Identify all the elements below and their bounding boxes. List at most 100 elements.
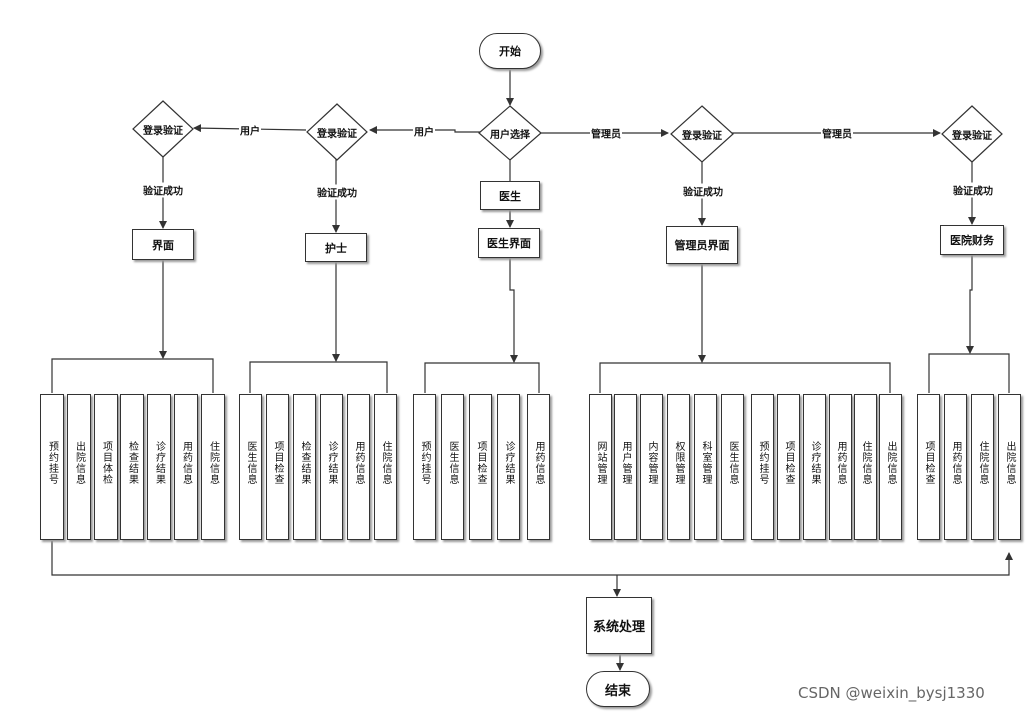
leaf-label: 科室管理 [700,441,711,485]
leaf-label: 医生信息 [727,441,738,485]
leaf-label: 项目检查 [272,441,283,485]
edge-label-success: 验证成功 [952,182,994,198]
leaf-nurse-5: 用药信息 [347,394,370,540]
leaf-nurse-4: 诊疗结果 [320,394,343,540]
box-label: 医院财务 [950,234,994,247]
leaf-label: 用药信息 [180,441,192,485]
leaf-patient-6: 用药信息 [174,394,198,540]
leaf-patient-7: 住院信息 [201,394,225,540]
leaf-label: 预约挂号 [419,441,430,485]
leaf-doctor-5: 用药信息 [527,394,550,540]
leaf-nurse-2: 项目检查 [266,394,289,540]
leaf-label: 用药信息 [835,441,846,485]
leaf-patient-4: 检查结果 [120,394,144,540]
decision-label: 登录验证 [952,130,992,142]
leaf-label: 用药信息 [353,441,364,485]
leaf-admin-12: 出院信息 [879,394,902,540]
box-label: 医生界面 [487,237,531,250]
doctor-ui-box: 医生界面 [478,228,540,258]
leaf-label: 住院信息 [860,441,871,485]
leaf-label: 住院信息 [380,441,391,485]
leaf-patient-1: 预约挂号 [40,394,64,540]
leaf-label: 诊疗结果 [326,441,337,485]
start-label: 开始 [499,45,521,58]
admin-ui-box: 管理员界面 [666,226,738,264]
leaf-label: 检查结果 [299,441,310,485]
leaf-label: 预约挂号 [46,441,58,485]
edge-label-success: 验证成功 [682,183,724,199]
edge-label-success: 验证成功 [142,182,184,198]
leaf-label: 诊疗结果 [153,441,165,485]
edge-label-admin: 管理员 [821,125,853,141]
leaf-label: 住院信息 [977,441,988,485]
login-verify-decision-2: 登录验证 [306,103,368,161]
login-verify-decision-1: 登录验证 [132,100,194,158]
leaf-finance-4: 出院信息 [998,394,1021,540]
leaf-label: 诊疗结果 [809,441,820,485]
leaf-doctor-2: 医生信息 [441,394,464,540]
leaf-admin-9: 诊疗结果 [803,394,826,540]
login-verify-decision-4: 登录验证 [941,105,1003,163]
leaf-admin-6: 医生信息 [721,394,744,540]
leaf-label: 诊疗结果 [503,441,514,485]
leaf-label: 项目体检 [100,441,112,485]
leaf-nurse-6: 住院信息 [374,394,397,540]
leaf-label: 出院信息 [73,441,85,485]
decision-label: 登录验证 [682,130,722,142]
leaf-label: 项目检查 [783,441,794,485]
patient-ui-box: 界面 [132,229,194,260]
leaf-label: 内容管理 [646,441,657,485]
leaf-patient-2: 出院信息 [67,394,91,540]
leaf-doctor-4: 诊疗结果 [497,394,520,540]
leaf-admin-4: 权限管理 [667,394,690,540]
box-label: 界面 [152,238,174,252]
leaf-finance-2: 用药信息 [944,394,967,540]
decision-label: 用户选择 [490,129,530,141]
leaf-doctor-1: 预约挂号 [413,394,436,540]
box-label: 医生 [499,189,521,203]
leaf-admin-11: 住院信息 [854,394,877,540]
leaf-admin-5: 科室管理 [694,394,717,540]
decision-label: 登录验证 [317,128,357,140]
leaf-label: 检查结果 [126,441,138,485]
start-node: 开始 [479,33,541,69]
leaf-label: 出院信息 [885,441,896,485]
leaf-label: 用药信息 [950,441,961,485]
leaf-label: 医生信息 [447,441,458,485]
leaf-admin-3: 内容管理 [640,394,663,540]
leaf-admin-7: 预约挂号 [751,394,774,540]
login-verify-decision-3: 登录验证 [670,105,734,163]
leaf-finance-3: 住院信息 [971,394,994,540]
leaf-admin-8: 项目检查 [777,394,800,540]
leaf-patient-3: 项目体检 [94,394,118,540]
leaf-admin-1: 网站管理 [589,394,612,540]
leaf-doctor-3: 项目检查 [469,394,492,540]
decision-label: 登录验证 [143,125,183,137]
leaf-label: 用药信息 [533,441,544,485]
box-label: 系统处理 [592,620,645,635]
leaf-label: 网站管理 [595,441,606,485]
watermark: CSDN @weixin_bysj1330 [798,684,985,702]
edge-label-user: 用户 [239,122,261,138]
leaf-nurse-1: 医生信息 [239,394,262,540]
leaf-label: 用户管理 [620,441,631,485]
leaf-admin-2: 用户管理 [614,394,637,540]
end-label: 结束 [604,683,631,699]
leaf-label: 住院信息 [207,441,219,485]
leaf-label: 预约挂号 [757,441,768,485]
leaf-label: 权限管理 [673,441,684,485]
end-node: 结束 [586,671,650,707]
nurse-box: 护士 [305,233,367,262]
leaf-patient-5: 诊疗结果 [147,394,171,540]
leaf-finance-1: 项目检查 [917,394,940,540]
leaf-label: 出院信息 [1004,441,1015,485]
leaf-nurse-3: 检查结果 [293,394,316,540]
box-label: 管理员界面 [674,239,730,252]
edge-label-user: 用户 [413,123,435,139]
leaf-label: 项目检查 [923,441,934,485]
edge-label-success: 验证成功 [316,184,358,200]
edge-label-admin: 管理员 [590,125,622,141]
doctor-box: 医生 [480,181,540,210]
